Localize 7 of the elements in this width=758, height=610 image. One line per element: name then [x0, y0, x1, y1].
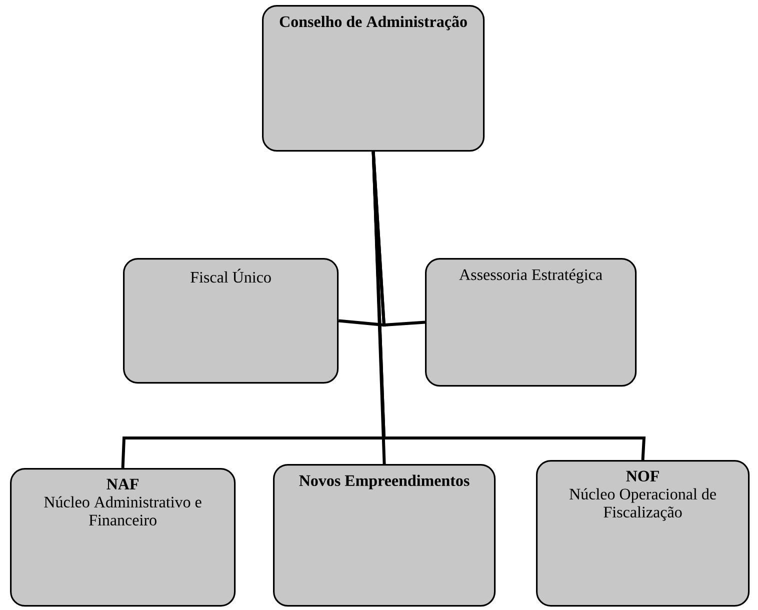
org-box: Fiscal Único — [123, 258, 339, 384]
org-box: Conselho de Administração — [262, 5, 485, 152]
connector-line — [372, 152, 646, 460]
org-box: Novos Empreendimentos — [273, 464, 496, 607]
org-box: NAF Núcleo Administrativo e Financeiro — [10, 468, 236, 607]
org-box: Assessoria Estratégica — [425, 258, 637, 387]
org-box: NOF Núcleo Operacional de Fiscalização — [536, 460, 750, 607]
